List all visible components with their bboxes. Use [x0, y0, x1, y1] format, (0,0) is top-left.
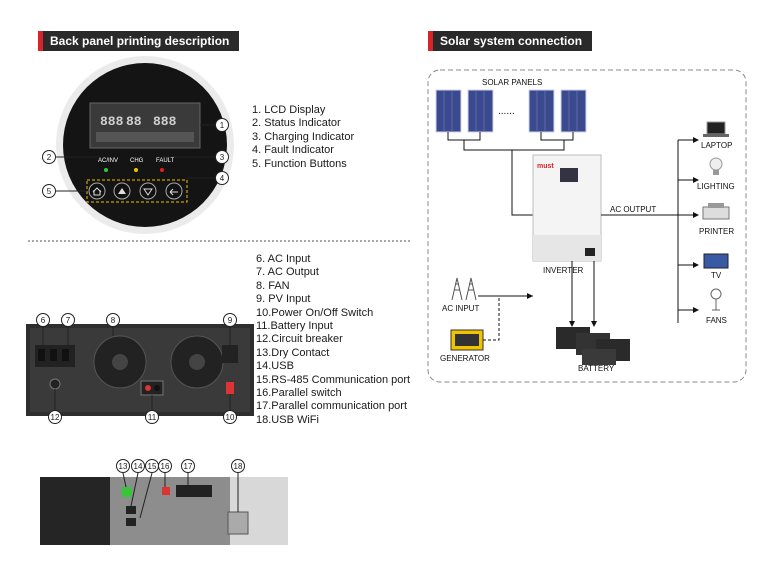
battery-label: BATTERY: [578, 364, 615, 373]
list-item: 6. AC Input: [256, 253, 311, 265]
solar-panels: [435, 89, 587, 133]
list-item: 14.USB: [256, 360, 294, 373]
list-item: 16.Parallel switch: [256, 387, 342, 400]
list-item: 8. FAN: [256, 279, 290, 292]
svg-text:888: 888: [153, 114, 177, 129]
tv-icon: [703, 253, 729, 269]
fault-indicator-label: FAULT: [156, 158, 175, 164]
back-panel-list-top: 1. LCD Display 2. Status Indicator 3. Ch…: [252, 104, 354, 171]
function-button: [165, 182, 183, 200]
pv-input: [222, 345, 238, 363]
callout-12: 12: [48, 410, 62, 424]
inverter-label: INVERTER: [543, 266, 584, 275]
list-item: 18.USB WiFi: [256, 413, 319, 426]
callout-15: 15: [145, 459, 159, 473]
function-button: [139, 182, 157, 200]
callout-7: 7: [61, 313, 75, 327]
back-panel-list-bottom: 6. AC Input 7. AC Output 8. FAN 9. PV In…: [256, 253, 410, 427]
ac-inv-indicator-label: AC/INV: [98, 158, 119, 164]
function-button: [88, 182, 106, 200]
list-item: 15.RS-485 Communication port: [256, 373, 411, 386]
dry-contact: [122, 487, 132, 497]
lighting-label: LIGHTING: [697, 182, 735, 191]
callout-1: 1: [215, 118, 229, 132]
circuit-breaker: [49, 378, 61, 390]
callout-6: 6: [36, 313, 50, 327]
ac-input-label: AC INPUT: [442, 304, 480, 313]
status-led: [104, 168, 108, 172]
list-item: 17.Parallel communication port: [256, 400, 408, 413]
list-item: 13.Dry Contact: [256, 346, 330, 359]
parallel-switch: [162, 487, 170, 495]
laptop-icon: [706, 121, 726, 135]
back-panel-title: Back panel printing description: [38, 31, 240, 51]
list-item: 3. Charging Indicator: [252, 130, 355, 143]
fans-label: FANS: [706, 316, 727, 325]
svg-text:88: 88: [126, 114, 142, 129]
parallel-port: [176, 485, 212, 497]
printer-icon: [702, 206, 730, 220]
callout-17: 17: [181, 459, 195, 473]
callout-9: 9: [223, 313, 237, 327]
callout-2: 2: [42, 150, 56, 164]
title-accent: [38, 31, 43, 51]
list-item: 11.Battery Input: [256, 320, 333, 333]
list-item: 7. AC Output: [256, 266, 319, 279]
section-divider: [28, 240, 410, 242]
list-item: 2. Status Indicator: [252, 117, 341, 130]
callout-16: 16: [158, 459, 172, 473]
ac-output-label: AC OUTPUT: [610, 205, 657, 214]
list-item: 10.Power On/Off Switch: [256, 306, 374, 319]
fault-led: [160, 168, 164, 172]
lighting-icon: [709, 157, 723, 171]
ellipsis-label: ......: [498, 106, 515, 117]
callout-11: 11: [145, 410, 159, 424]
callout-8: 8: [106, 313, 120, 327]
callout-18: 18: [231, 459, 245, 473]
callout-4: 4: [215, 171, 229, 185]
tv-label: TV: [711, 271, 722, 280]
callout-14: 14: [131, 459, 145, 473]
solar-panels-label: SOLAR PANELS: [482, 78, 543, 87]
title-accent: [428, 31, 433, 51]
pylon-icon: [451, 277, 477, 301]
brand-label: must: [537, 163, 554, 170]
list-item: 4. Fault Indicator: [252, 144, 334, 157]
inverter-screen: [560, 168, 578, 182]
rs485-port: [126, 518, 136, 526]
callout-13: 13: [116, 459, 130, 473]
list-item: 1. LCD Display: [252, 104, 326, 116]
power-switch: [226, 382, 234, 394]
svg-text:888: 888: [100, 114, 124, 129]
callout-10: 10: [223, 410, 237, 424]
generator-label: GENERATOR: [440, 354, 490, 363]
printer-label: PRINTER: [699, 227, 735, 236]
list-item: 5. Function Buttons: [252, 157, 347, 170]
list-item: 9. PV Input: [256, 293, 311, 306]
solar-connection-title: Solar system connection: [428, 31, 593, 51]
battery-bank: [556, 327, 630, 365]
callout-5: 5: [42, 184, 56, 198]
chg-indicator-label: CHG: [130, 158, 144, 164]
usb-port: [126, 506, 136, 514]
list-item: 12.Circuit breaker: [256, 333, 343, 346]
laptop-label: LAPTOP: [701, 141, 733, 150]
solar-frame: [427, 69, 747, 383]
charging-led: [134, 168, 138, 172]
usb-wifi: [227, 511, 249, 535]
fan-icon: [710, 288, 722, 300]
callout-3: 3: [215, 150, 229, 164]
